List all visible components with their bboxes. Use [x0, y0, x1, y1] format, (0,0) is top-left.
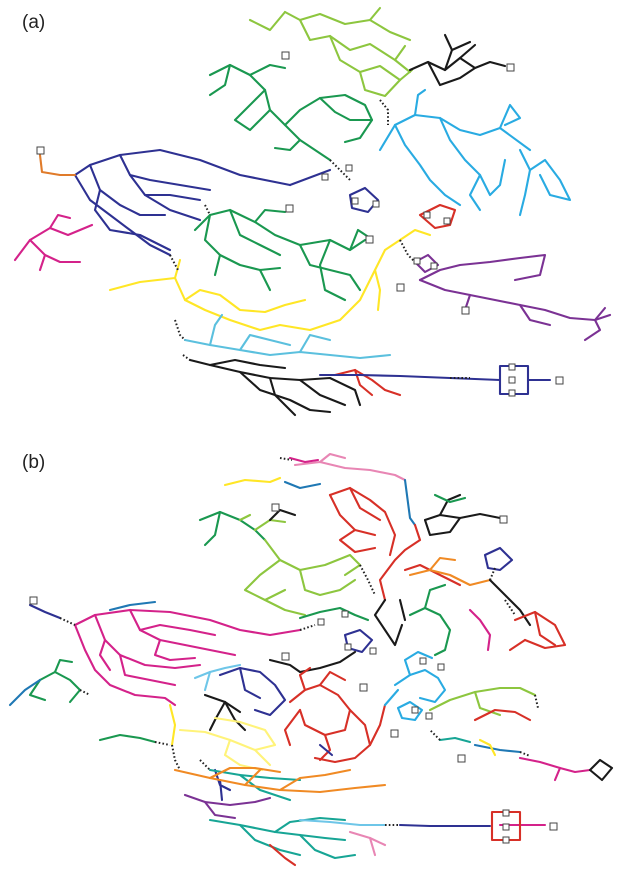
- branch-red-bottom-b: [270, 845, 295, 865]
- connectors-a: [170, 100, 470, 378]
- branch-magenta-a: [15, 215, 92, 270]
- branch-cyan-a: [380, 90, 570, 215]
- branch-paleyellow-b: [180, 718, 275, 770]
- branch-green-upper-a: [210, 65, 372, 160]
- branch-red-a: [335, 205, 455, 395]
- branch-green-left-b: [200, 512, 265, 545]
- branch-black-diamond-b: [590, 760, 612, 780]
- branch-green-mid-b: [30, 585, 450, 702]
- panel-a: (a): [0, 0, 625, 430]
- branch-black-mid-b: [270, 510, 405, 645]
- branch-lime-b: [240, 515, 360, 615]
- branch-red-right-lower-b: [475, 710, 530, 720]
- branch-navy-left-a: [75, 150, 378, 255]
- branch-lime-right-b: [430, 688, 535, 715]
- branch-green-lower-b: [100, 735, 155, 742]
- branch-black-top-a: [410, 35, 505, 85]
- nodes-a: [37, 52, 563, 396]
- network-diagram-b: [0, 440, 625, 869]
- branch-teal-bottom-b: [210, 818, 355, 858]
- branch-skyblue-a: [185, 315, 390, 358]
- branch-blue-right-b: [475, 745, 520, 752]
- branch-red-mid-b: [285, 668, 385, 762]
- branch-navy-small-b: [30, 548, 512, 652]
- connectors-b: [60, 458, 538, 825]
- branch-purple-a: [415, 255, 610, 340]
- nodes-b: [30, 504, 557, 843]
- branch-magenta-left-b: [75, 610, 300, 705]
- network-diagram-a: [0, 0, 625, 430]
- branch-purple-b: [185, 795, 270, 818]
- branch-black-top-b: [425, 495, 500, 535]
- branch-black-right-b: [490, 580, 530, 625]
- branch-orange-bottom-b: [175, 768, 385, 792]
- branch-magenta-right-low-b: [500, 758, 590, 825]
- branch-orange-a: [40, 155, 75, 175]
- branch-red-right-b: [510, 612, 565, 650]
- branch-skyblue-b: [195, 665, 240, 690]
- branch-green-mid-a: [195, 210, 370, 300]
- branch-black-bottom-a: [190, 360, 360, 415]
- branch-lime-a: [250, 8, 412, 96]
- panel-b: (b): [0, 440, 625, 869]
- branch-magenta-right-b: [470, 610, 490, 650]
